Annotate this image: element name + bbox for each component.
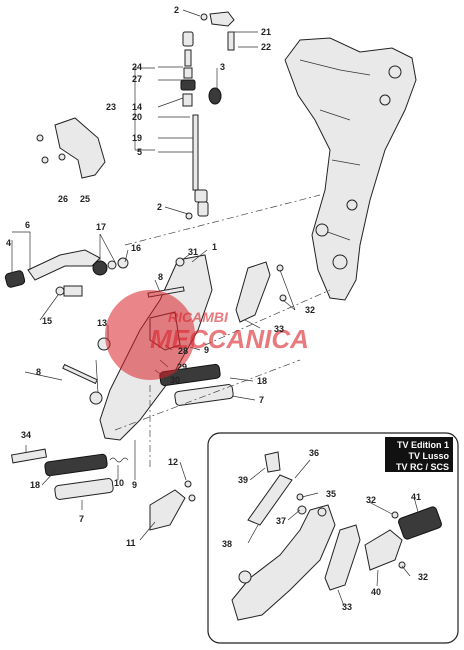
label-23: 23 (106, 102, 116, 112)
label-35: 35 (326, 489, 336, 499)
inset-footpeg-mount (364, 529, 403, 571)
label-32c: 32 (418, 572, 428, 582)
label-29: 29 (177, 362, 187, 372)
label-4: 4 (6, 238, 11, 248)
label-34: 34 (21, 430, 31, 440)
label-7b: 7 (79, 514, 84, 524)
label-26: 26 (58, 194, 68, 204)
label-18b: 18 (30, 480, 40, 490)
inset-pin (264, 451, 281, 473)
label-33a: 33 (274, 324, 284, 334)
inset-lever (247, 474, 293, 526)
label-40: 40 (371, 587, 381, 597)
label-33b: 33 (342, 602, 352, 612)
label-8b: 8 (36, 367, 41, 377)
label-2b: 2 (157, 202, 162, 212)
label-28: 28 (178, 346, 188, 356)
inset-bracket (231, 504, 336, 621)
watermark-line2: MECCANICA (150, 324, 309, 354)
label-38: 38 (222, 539, 232, 549)
label-11: 11 (126, 538, 136, 548)
bolt (10, 448, 48, 464)
label-19: 19 (132, 133, 142, 143)
inset-badge-line1: TV Edition 1 (397, 440, 449, 450)
watermark-line1: RICAMBI (168, 309, 229, 325)
label-12: 12 (168, 457, 178, 467)
label-21: 21 (261, 27, 271, 37)
inset-badge-line2: TV Lusso (408, 451, 449, 461)
label-14: 14 (132, 102, 142, 112)
label-7a: 7 (259, 395, 264, 405)
label-15: 15 (42, 316, 52, 326)
label-31: 31 (188, 247, 198, 257)
part-labels: 2 21 22 3 24 27 23 14 20 19 5 26 25 2 6 … (6, 5, 428, 612)
label-17: 17 (96, 222, 106, 232)
label-41: 41 (411, 492, 421, 502)
label-5: 5 (137, 147, 142, 157)
label-27: 27 (132, 74, 142, 84)
label-24: 24 (132, 62, 142, 72)
watermark-logo-icon (105, 290, 196, 380)
label-16: 16 (131, 243, 141, 253)
heel-guard (36, 117, 106, 179)
rider-footpeg (44, 453, 114, 500)
watermark: RICAMBI MECCANICA (105, 290, 309, 380)
label-13: 13 (97, 318, 107, 328)
label-1: 1 (212, 242, 217, 252)
label-18a: 18 (257, 376, 267, 386)
label-3: 3 (220, 62, 225, 72)
passenger-footpeg (159, 363, 234, 406)
shift-lever (4, 249, 129, 297)
label-20: 20 (132, 112, 142, 122)
label-30: 30 (170, 375, 180, 385)
label-39: 39 (238, 475, 248, 485)
shift-rod-assembly (180, 11, 235, 220)
label-9b: 9 (132, 480, 137, 490)
lower-guard (149, 489, 186, 531)
spring (109, 457, 129, 463)
label-6: 6 (25, 220, 30, 230)
label-10: 10 (114, 478, 124, 488)
inset-heel-plate (324, 524, 361, 591)
label-37: 37 (276, 516, 286, 526)
reference-lines (114, 194, 331, 470)
heel-plate (235, 261, 271, 323)
label-2a: 2 (174, 5, 179, 15)
inset-badge (385, 437, 453, 472)
frame-section (284, 37, 417, 301)
label-9a: 9 (204, 345, 209, 355)
inset-footpeg (398, 506, 442, 540)
label-22: 22 (261, 42, 271, 52)
label-32b: 32 (366, 495, 376, 505)
label-36: 36 (309, 448, 319, 458)
label-32a: 32 (305, 305, 315, 315)
inset-badge-line3: TV RC / SCS (396, 462, 449, 472)
label-8a: 8 (158, 272, 163, 282)
inset-box: TV Edition 1 TV Lusso TV RC / SCS (207, 432, 459, 644)
label-25: 25 (80, 194, 90, 204)
